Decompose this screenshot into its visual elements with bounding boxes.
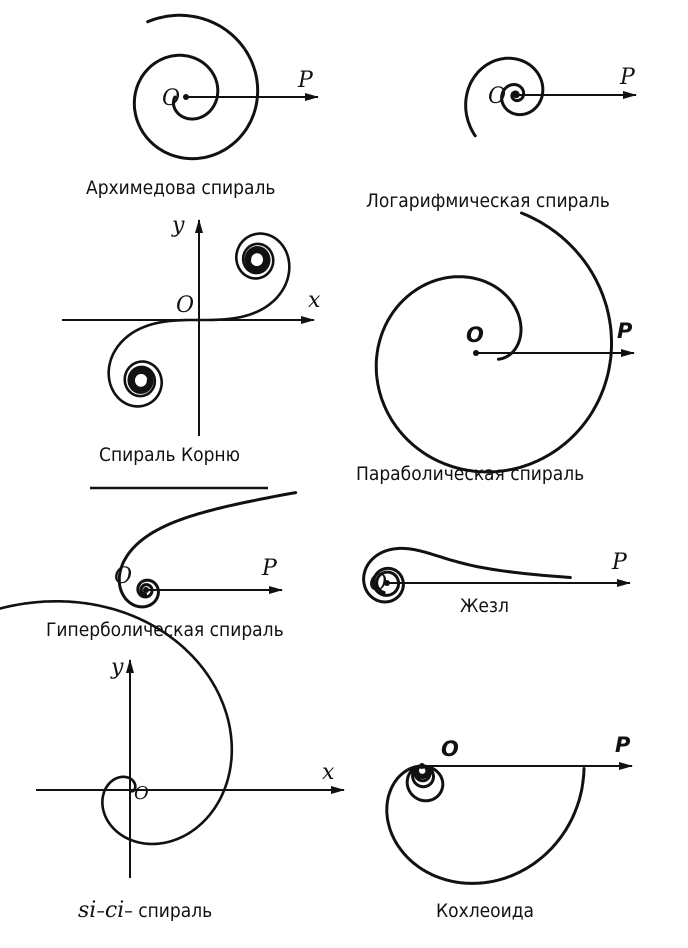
archimedes-pole-label: O	[162, 86, 180, 111]
lituus-curve	[362, 546, 572, 604]
sici-panel: y x O si–ci– спираль	[0, 600, 345, 923]
logarithmic-caption: Логарифмическая спираль	[366, 190, 610, 212]
parabolic-caption: Параболическая спираль	[356, 463, 584, 485]
hyperbolic-curve	[117, 491, 298, 609]
hyperbolic-panel: O P Гиперболическая спираль	[46, 491, 298, 641]
sici-caption: si–ci– спираль	[78, 898, 212, 923]
cochleoid-pole-label: O	[441, 737, 459, 761]
cornu-origin-label: O	[176, 293, 194, 318]
sici-y-axis-label: y	[110, 655, 124, 680]
sici-x-axis-label: x	[322, 760, 335, 785]
cornu-y-axis-label: y	[171, 213, 185, 238]
cornu-panel: y x O Спираль Корню	[62, 213, 321, 466]
cornu-x-axis-label: x	[308, 288, 321, 313]
parabolic-pole-label: O	[466, 323, 484, 347]
logarithmic-panel: O P Логарифмическая спираль	[366, 56, 637, 212]
hyperbolic-pole-label: O	[114, 564, 132, 589]
parabolic-pole-dot	[473, 350, 479, 356]
archimedes-pole-dot	[183, 94, 189, 100]
cochleoid-ray-label: P	[615, 733, 631, 757]
logarithmic-pole-dot	[513, 92, 519, 98]
parabolic-ray-label: P	[617, 319, 633, 343]
hyperbolic-pole-dot	[143, 587, 149, 593]
sici-curve	[0, 600, 234, 846]
archimedes-caption: Архимедова спираль	[86, 177, 275, 199]
sici-origin-label: O	[134, 783, 149, 804]
lituus-pole-label: O	[369, 571, 387, 596]
sici-caption-rest: – спираль	[124, 900, 212, 922]
parabolic-panel: O P Параболическая спираль	[356, 211, 635, 485]
lituus-ray-label: P	[611, 550, 628, 575]
hyperbolic-ray-label: P	[261, 556, 278, 581]
logarithmic-curve	[464, 56, 545, 138]
cochleoid-caption: Кохлеоида	[436, 900, 534, 922]
logarithmic-ray-label: P	[619, 65, 636, 90]
sici-caption-si: si	[78, 898, 96, 923]
sici-caption-ci: ci	[105, 898, 124, 923]
cornu-curve	[107, 232, 291, 408]
archimedes-curve	[132, 13, 260, 161]
hyperbolic-caption: Гиперболическая спираль	[46, 619, 284, 641]
parabolic-curve	[374, 211, 613, 474]
archimedes-panel: O P Архимедова спираль	[86, 13, 319, 199]
cornu-caption: Спираль Корню	[99, 444, 240, 466]
lituus-pole-dot	[384, 580, 390, 586]
lituus-panel: O P Жезл	[362, 546, 631, 617]
lituus-caption: Жезл	[460, 595, 509, 617]
cochleoid-pole-dot	[419, 763, 425, 769]
logarithmic-pole-label: O	[488, 84, 506, 109]
cochleoid-curve	[385, 764, 586, 885]
archimedes-ray-label: P	[297, 68, 314, 93]
sici-caption-dash: –	[96, 900, 105, 922]
cochleoid-panel: O P Кохлеоида	[385, 733, 633, 922]
